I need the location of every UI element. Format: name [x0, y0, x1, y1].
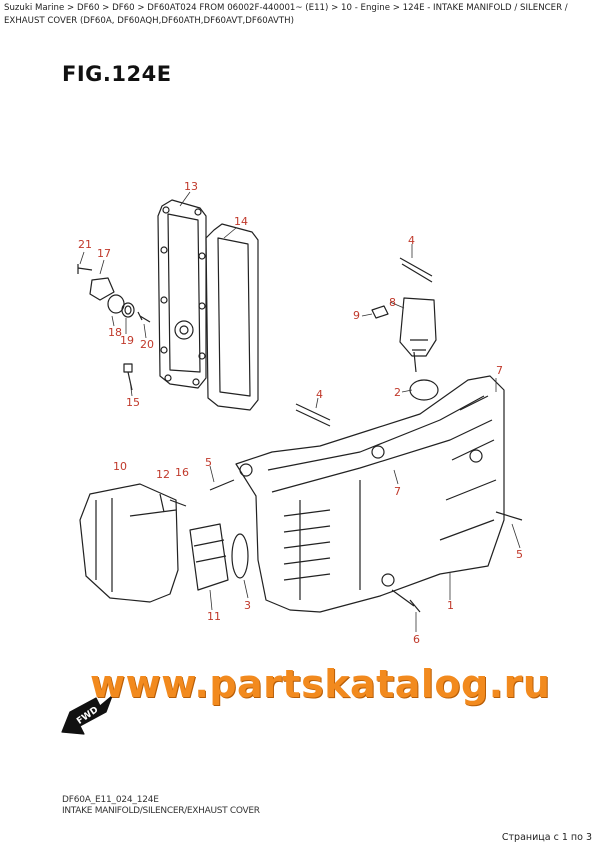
callout-2: 2 — [394, 386, 401, 399]
callout-17: 17 — [97, 247, 111, 260]
callout-18: 18 — [108, 326, 122, 339]
bolt-12-16 — [159, 493, 187, 513]
callout-3: 3 — [244, 599, 251, 612]
callout-12: 12 — [156, 468, 170, 481]
callout-21: 21 — [78, 238, 92, 251]
figure-title: FIG.124E — [62, 62, 172, 86]
breadcrumb: Suzuki Marine > DF60 > DF60 > DF60AT024 … — [4, 3, 568, 26]
callout-4b: 4 — [316, 388, 323, 401]
exhaust-cover-part — [157, 199, 207, 389]
callout-9: 9 — [353, 309, 360, 322]
callout-10: 10 — [113, 460, 127, 473]
intake-manifold-part — [235, 375, 505, 613]
callout-13: 13 — [184, 180, 198, 193]
sleeve-part — [189, 523, 229, 591]
oring-2 — [409, 379, 439, 401]
bolt-6 — [391, 589, 421, 613]
stud-4 — [295, 257, 433, 427]
callout-14: 14 — [234, 215, 248, 228]
watermark: www.partskatalog.ru — [90, 662, 551, 706]
callout-5a: 5 — [205, 456, 212, 469]
fwd-arrow-icon — [61, 695, 113, 735]
callout-19: 19 — [120, 334, 134, 347]
small-fittings — [77, 264, 151, 323]
footer-description: INTAKE MANIFOLD/SILENCER/EXHAUST COVER — [62, 806, 260, 816]
callout-7a: 7 — [496, 364, 503, 377]
valve-part — [371, 297, 437, 373]
silencer-part — [79, 483, 179, 603]
callout-6: 6 — [413, 633, 420, 646]
callout-11: 11 — [207, 610, 221, 623]
callout-5b: 5 — [516, 548, 523, 561]
callout-7b: 7 — [394, 485, 401, 498]
callout-16: 16 — [175, 466, 189, 479]
oring-3 — [231, 533, 249, 579]
footer-code: DF60A_E11_024_124E — [62, 795, 159, 805]
callout-15: 15 — [126, 396, 140, 409]
page-indicator: Страница с 1 по 3 — [501, 832, 592, 843]
gasket-part — [205, 223, 259, 411]
callout-1: 1 — [447, 599, 454, 612]
callout-4a: 4 — [408, 234, 415, 247]
callout-20: 20 — [140, 338, 154, 351]
bolt-5 — [209, 479, 523, 521]
callout-8: 8 — [389, 296, 396, 309]
